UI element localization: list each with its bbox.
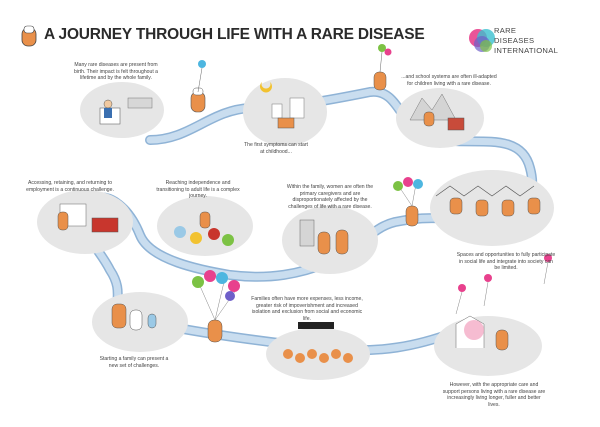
scene-family xyxy=(282,206,378,274)
scene-independence xyxy=(157,196,253,256)
logo-line-1: RARE xyxy=(494,26,517,35)
logo-line-2: DISEASES xyxy=(494,36,535,45)
page-title: A JOURNEY THROUGH LIFE WITH A RARE DISEA… xyxy=(44,26,425,43)
scene-expenses xyxy=(266,322,370,380)
caption-starting-family: Starting a family can present a new set … xyxy=(99,356,169,369)
scene-starting-family xyxy=(92,292,188,352)
logo-line-3: INTERNATIONAL xyxy=(494,46,559,55)
scene-birth xyxy=(80,82,164,138)
scene-employment xyxy=(37,190,133,254)
floating-balloons xyxy=(455,254,552,315)
scene-society xyxy=(430,170,554,246)
caption-employment: Accessing, retaining, and returning to e… xyxy=(26,180,114,193)
caption-childhood: The first symptoms can start at childhoo… xyxy=(244,142,308,155)
caption-birth: Many rare diseases are present from birt… xyxy=(74,62,158,82)
scene-school xyxy=(396,88,484,148)
logo-text: RARE DISEASES INTERNATIONAL xyxy=(494,26,558,56)
caption-society: Spaces and opportunities to fully partic… xyxy=(456,252,556,272)
figure-balloons-left xyxy=(192,270,240,343)
scene-childhood xyxy=(243,78,327,146)
figure-1 xyxy=(190,60,206,113)
caption-school: ...and school systems are often ill-adap… xyxy=(401,74,497,87)
caption-expenses: Families often have more expenses, less … xyxy=(251,296,363,322)
figure-3 xyxy=(373,44,392,91)
figure-balloons-mid xyxy=(393,177,423,227)
caption-family: Within the family, women are often the p… xyxy=(286,184,374,210)
scene-better-lives xyxy=(434,315,542,376)
caption-better-lives: However, with the appropriate care and s… xyxy=(442,382,546,408)
rdi-logo-icon xyxy=(469,29,495,52)
caption-independence: Reaching independence and transitioning … xyxy=(156,180,240,200)
title-figure-icon xyxy=(21,25,37,47)
